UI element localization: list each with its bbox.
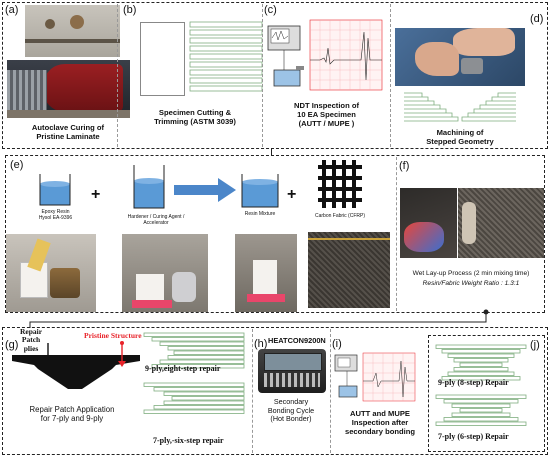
seven-ply-label: 7-ply,-six-step repair: [153, 436, 224, 445]
panel-h-caption: Secondary Bonding Cycle (Hot Bonder): [255, 397, 327, 424]
ndt-apparatus-illustration: [267, 19, 383, 91]
label-line: Patch: [21, 335, 41, 345]
panel-g-tag: (g): [5, 339, 19, 351]
nine-ply-steps-diagram: [435, 344, 527, 381]
caption-line: 10 EA Specimen: [297, 110, 356, 120]
repair-patch-label: Repair Patch plies: [20, 327, 43, 353]
caption-line: secondary bonding: [344, 427, 416, 437]
hot-bonder-photo: [258, 349, 326, 393]
panel-i-tag: (i): [332, 338, 342, 350]
autoclave-photo: [7, 60, 130, 118]
divider-gh: [252, 329, 253, 453]
hardener-label: Hardener / Curing Agent / Accelerator: [120, 214, 192, 227]
caption-line: Inspection after: [351, 418, 409, 428]
specimen-strips: [189, 21, 263, 92]
caption-line: Stepped Geometry: [426, 137, 494, 147]
caption-line: NDT Inspection of: [294, 101, 359, 110]
mixture-label: Resin Mixture: [244, 211, 276, 217]
panel-j-frame: [428, 335, 545, 452]
hardener-beaker-icon: [133, 165, 165, 209]
divider-cd: [390, 4, 391, 147]
epoxy-label: Epoxy Resin Hysol EA-9396: [28, 209, 83, 222]
row2-frame: [5, 155, 545, 313]
divider-bc: [262, 4, 263, 147]
panel-e-tag: (e): [10, 159, 24, 171]
nine-ply-steps-diagram: [143, 332, 245, 369]
caption-line: Repair Patch Application: [29, 405, 115, 414]
panel-a-caption: Autoclave Curing of Pristine Laminate: [3, 123, 133, 141]
plus-icon: +: [91, 186, 101, 203]
repair-patch-diagram: [12, 341, 140, 389]
epoxy-photo: [6, 234, 96, 312]
specimen-outline: [140, 22, 185, 96]
panel-g-caption: Repair Patch Application for 7-ply and 9…: [5, 405, 139, 424]
pristine-structure-label: Pristine Structure: [84, 331, 142, 340]
divider-hi: [330, 329, 331, 453]
stepped-geometry-diagram: [404, 92, 516, 122]
panel-d-caption: Machining of Stepped Geometry: [395, 128, 525, 146]
carbon-fabric-icon: [318, 160, 362, 208]
arrow-right-icon: [174, 178, 236, 202]
caption-line: Pristine Laminate: [36, 132, 100, 142]
autoclave-photo-top: [25, 5, 120, 57]
seven-ply-label: 7-ply (6-step) Repair: [438, 432, 509, 441]
panel-b-tag: (b): [123, 4, 137, 16]
plus-icon: +: [287, 186, 297, 203]
caption-line: Bonding Cycle: [267, 405, 315, 415]
fabric-label: Carbon Fabric (CFRP): [314, 213, 365, 219]
panel-j-tag: (j): [530, 339, 540, 351]
connector-line: [271, 149, 272, 155]
caption-line: Secondary: [273, 397, 309, 406]
panel-c-caption: NDT Inspection of 10 EA Specimen (AUTT /…: [264, 101, 389, 128]
caption-line: Wet Lay-up Process (2 min mixing time): [412, 270, 530, 277]
divider-ab: [117, 4, 118, 147]
caption-line: Machining of: [436, 128, 484, 137]
divider-ef: [396, 157, 397, 311]
caption-line: Autoclave Curing of: [31, 123, 105, 132]
seven-ply-steps-diagram: [143, 382, 245, 414]
hardener-photo: [122, 234, 208, 312]
carbon-fabric-photo: [308, 232, 390, 308]
caption-line: AUTT and MUPE: [350, 409, 410, 418]
panel-d-tag: (d): [530, 13, 544, 25]
caption-line: Specimen Cutting &: [158, 108, 232, 117]
panel-h-tag: (h): [254, 338, 268, 350]
label-line: Hysol EA-9396: [38, 214, 73, 221]
label-line: Epoxy Resin: [41, 209, 70, 215]
panel-f-tag: (f): [399, 160, 410, 172]
panel-a-tag: (a): [5, 4, 19, 16]
machining-photo: [395, 28, 525, 86]
panel-i-caption: AUTT and MUPE Inspection after secondary…: [332, 409, 428, 436]
label-line: plies: [23, 343, 39, 353]
panel-b-caption: Specimen Cutting & Trimming (ASTM 3039): [125, 108, 265, 126]
mixture-photo: [235, 234, 297, 312]
label-line: Accelerator: [143, 219, 169, 226]
label-line: Repair: [20, 327, 43, 336]
row3-frame: [2, 327, 548, 455]
seven-ply-steps-diagram: [435, 394, 527, 426]
wet-layup-photo-2: [458, 188, 544, 258]
ndt-apparatus-illustration: [334, 352, 416, 402]
caption-line: (AUTT / MUPE ): [298, 119, 355, 129]
device-label: HEATCON9200N: [268, 336, 326, 345]
nine-ply-label: 9-ply,eight-step repair: [145, 364, 221, 373]
mixture-beaker-icon: [241, 174, 279, 208]
row1-frame: [2, 2, 548, 149]
caption-line: (Hot Bonder): [270, 414, 312, 424]
caption-line: for 7-ply and 9-ply: [40, 414, 104, 424]
caption-line: Trimming (ASTM 3039): [154, 117, 236, 127]
panel-f-caption: Wet Lay-up Process (2 min mixing time) R…: [397, 270, 545, 288]
connector-arrow: [29, 309, 489, 328]
label-line: Hardener / Curing Agent /: [127, 214, 185, 220]
epoxy-beaker-icon: [39, 174, 71, 206]
nine-ply-label: 9-ply (8-step) Repair: [438, 378, 509, 387]
panel-c-tag: (c): [264, 4, 277, 16]
caption-line: Resin/Fabric Weight Ratio : 1.3:1: [422, 279, 520, 287]
wet-layup-photo-1: [400, 188, 457, 258]
